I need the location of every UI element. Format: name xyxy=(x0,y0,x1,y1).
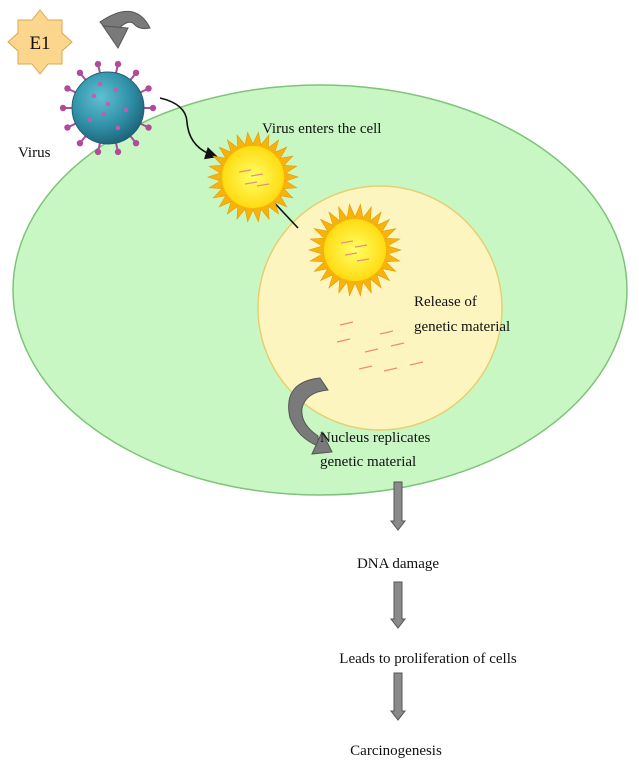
virus-spike-tip xyxy=(145,124,152,131)
nucleus-replicates-line2: genetic material xyxy=(320,454,416,470)
virus-spike-tip xyxy=(132,139,140,147)
virus-surface-dot xyxy=(123,107,129,113)
virus-label: Virus xyxy=(18,145,51,161)
virus-surface-dot xyxy=(115,125,121,131)
viral-particle-entering xyxy=(207,131,299,223)
dna-damage-label: DNA damage xyxy=(357,556,439,572)
particle-rna-dash xyxy=(244,181,258,185)
virus-spike-tip xyxy=(59,104,67,112)
virus-surface-dot xyxy=(97,81,103,87)
virus-spike-tip xyxy=(149,104,157,112)
proliferation-label: Leads to proliferation of cells xyxy=(339,651,517,667)
replication-curved-arrow-icon xyxy=(288,377,333,455)
release-label-line2: genetic material xyxy=(414,319,510,335)
down-arrow-icon xyxy=(389,672,407,721)
virus-spike-tip xyxy=(64,85,71,92)
nucleus-replicates-line1: Nucleus replicates xyxy=(320,430,431,446)
particle-rna-dash xyxy=(354,244,368,248)
particle-core xyxy=(222,146,284,208)
virus-spike-tip xyxy=(64,124,71,131)
virus-surface-dot xyxy=(113,87,119,93)
e1-label: E1 xyxy=(29,33,50,54)
entry-arrow xyxy=(159,97,219,160)
virus-spike-tip xyxy=(114,60,122,68)
particle-rna-dash xyxy=(238,169,252,173)
particle-rna-dash xyxy=(256,183,270,187)
down-arrow-icon xyxy=(389,581,407,629)
virus-spike-tip xyxy=(132,69,140,77)
virus-enters-label: Virus enters the cell xyxy=(262,121,381,137)
particle-rna-dash xyxy=(340,240,354,244)
virus-spike-tip xyxy=(94,148,102,156)
virus-surface-dot xyxy=(91,93,97,99)
virus-surface-dot xyxy=(101,111,107,117)
e1-star-badge: E1 xyxy=(7,9,73,75)
down-arrow-icon xyxy=(389,481,407,531)
virus-surface-dot xyxy=(87,117,93,123)
star-badge-shape xyxy=(7,9,73,75)
virus-spike-tip xyxy=(76,139,84,147)
particle-core xyxy=(324,219,386,281)
virus-spike-tip xyxy=(145,85,152,92)
viral-particle-in-nucleus xyxy=(307,203,403,297)
particle-rna-dash xyxy=(344,252,358,256)
virus-spike-tip xyxy=(94,60,102,68)
genetic-material-fragments xyxy=(336,321,424,372)
down-arrows xyxy=(389,481,407,721)
virus-body xyxy=(71,71,145,145)
carcinogenesis-label: Carcinogenesis xyxy=(350,743,442,759)
virus-spike-tip xyxy=(76,69,84,77)
curved-arrow-icon xyxy=(99,10,151,49)
virus-surface-dot xyxy=(105,101,111,107)
release-label-line1: Release of xyxy=(414,294,477,310)
particle-rna-dash xyxy=(250,173,264,177)
particle-rna-dash xyxy=(356,258,370,262)
virus-spike-tip xyxy=(114,148,122,156)
coronavirus-icon xyxy=(59,60,157,156)
